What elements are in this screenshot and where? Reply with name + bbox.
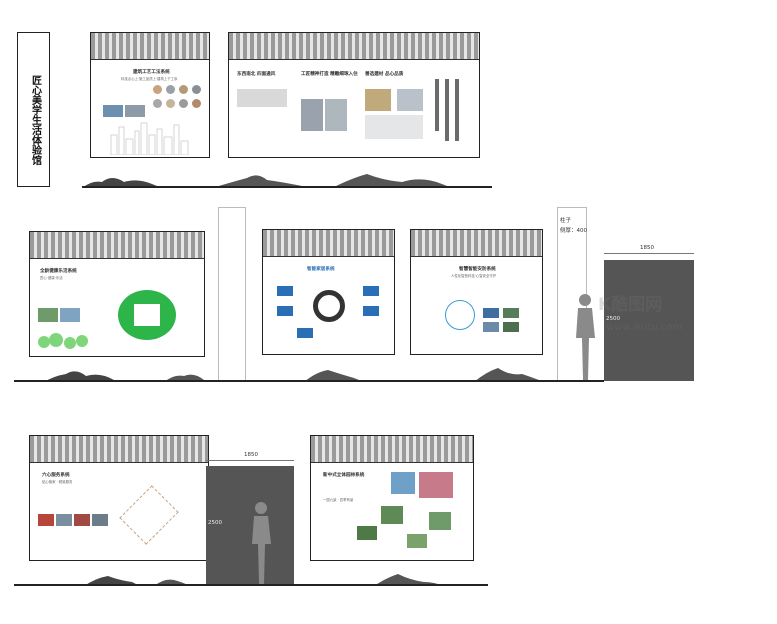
field-center [134,304,160,326]
watermark-url: www.ikutu.com [606,322,683,333]
vertical-title: 匠心美学生活体验馆 [29,75,41,165]
device-icon [277,286,293,296]
panel-health-wellness: 全龄健康乐活系统 匠心·健康·乐活 [29,231,205,357]
construction-photo [103,105,123,117]
panel-title: 全龄健康乐活系统 [40,269,77,274]
device-icon [363,306,379,316]
striped-header [91,33,209,60]
striped-header [311,436,473,463]
mountain-silhouette [44,368,544,382]
ground-line [14,380,604,382]
craft-icon [179,99,188,108]
profile-section [445,79,449,141]
garden-photo [429,512,451,530]
security-photo [503,322,519,332]
garden-photo [391,472,415,494]
craft-icon [153,99,162,108]
bathroom-photo [365,115,423,139]
panel-ventilation-materials: 东西南北 四面通风 工匠精神打造 精雕细琢入住 善选建材 品心品质 [228,32,480,158]
security-photo [503,308,519,318]
pavilion-diagram [119,485,179,545]
door-height-label: 2500 [208,520,222,526]
panel-smart-security: 智慧智能安防系统 人性化智慧科技·心智安全守护 [410,229,543,355]
panel-heading-2: 工匠精神打造 精雕细琢入住 [301,72,358,77]
profile-section [455,79,459,141]
watermark-brand: K酷图网 [598,295,663,315]
pillar-width-label: 侧厚：400 [560,228,587,234]
garden-photo [357,526,377,540]
door-width-dimension-line [206,460,294,461]
craft-icon [166,99,175,108]
security-diagram [445,300,475,330]
pillar [557,207,587,381]
device-icon [363,286,379,296]
ground-line [14,584,488,586]
panel-smart-home: 智能家居系统 [262,229,395,355]
pillar-label: 柱子 [560,218,572,224]
outdoor-photo [60,308,80,322]
craft-icon [153,85,162,94]
panel-title: 智能家居系统 [307,267,335,272]
craft-icon [179,85,188,94]
panel-title: 新中式立体园林系统 [323,473,365,478]
service-photo [74,514,90,526]
striped-header [30,232,204,259]
tree-silhouettes [38,333,88,349]
panel-heading-1: 东西南北 四面通风 [237,72,276,77]
door-height-label: 2500 [606,316,620,322]
device-icon [297,328,313,338]
service-photo [56,514,72,526]
panel-title: 六心服务系统 [42,473,70,478]
security-shield-icon [313,290,345,322]
security-photo [483,308,499,318]
striped-header [263,230,394,257]
device-icon [277,306,293,316]
door-width-label: 1850 [244,452,258,458]
craft-icon [192,99,201,108]
service-photo [38,514,54,526]
panel-subtitle: 匠心·健康·乐活 [40,276,63,280]
panel-heading-3: 善选建材 品心品质 [365,72,404,77]
outdoor-photo [38,308,58,322]
door-opening [604,260,694,381]
panel-title: 智慧智能安防系统 [459,267,496,272]
door-width-dimension-line [604,253,694,254]
panel-service: 六心服务系统 贴心管家 · 精致服务 [29,435,209,561]
security-photo [483,322,499,332]
garden-photo [419,472,453,498]
ground-line [82,186,492,188]
garden-photo [407,534,427,548]
striped-header [30,436,208,463]
city-skyline-illustration [110,122,189,155]
service-photo [92,514,108,526]
pillar [218,207,246,381]
window-photo [301,99,323,131]
human-scale-figure [576,294,595,380]
panel-subtitle: 科技点心上·施工品质上·建筑上下工序 [121,77,178,81]
material-photo [397,89,423,111]
profile-section [435,79,439,131]
panel-title: 建筑工艺工法系统 [133,70,170,75]
door-photo [325,99,347,131]
material-photo [365,89,391,111]
striped-header [411,230,542,257]
panel-garden: 新中式立体园林系统 一园九景 · 四季有景 [310,435,474,561]
panel-construction-craft: 建筑工艺工法系统 科技点心上·施工品质上·建筑上下工序 [90,32,210,158]
striped-header [229,33,479,60]
vertical-title-board: 匠心美学生活体验馆 [17,32,50,187]
door-width-label: 1850 [640,245,654,251]
panel-subtitle: 一园九景 · 四季有景 [323,498,354,502]
panel-subtitle: 贴心管家 · 精致服务 [42,480,73,484]
building-photo [237,89,287,107]
mountain-silhouette [82,174,452,188]
craft-icon [192,85,201,94]
garden-photo [381,506,403,524]
door-opening [206,466,294,586]
craft-icon [166,85,175,94]
construction-photo [125,105,145,117]
panel-subtitle: 人性化智慧科技·心智安全守护 [451,274,497,278]
human-scale-figure [252,502,271,584]
